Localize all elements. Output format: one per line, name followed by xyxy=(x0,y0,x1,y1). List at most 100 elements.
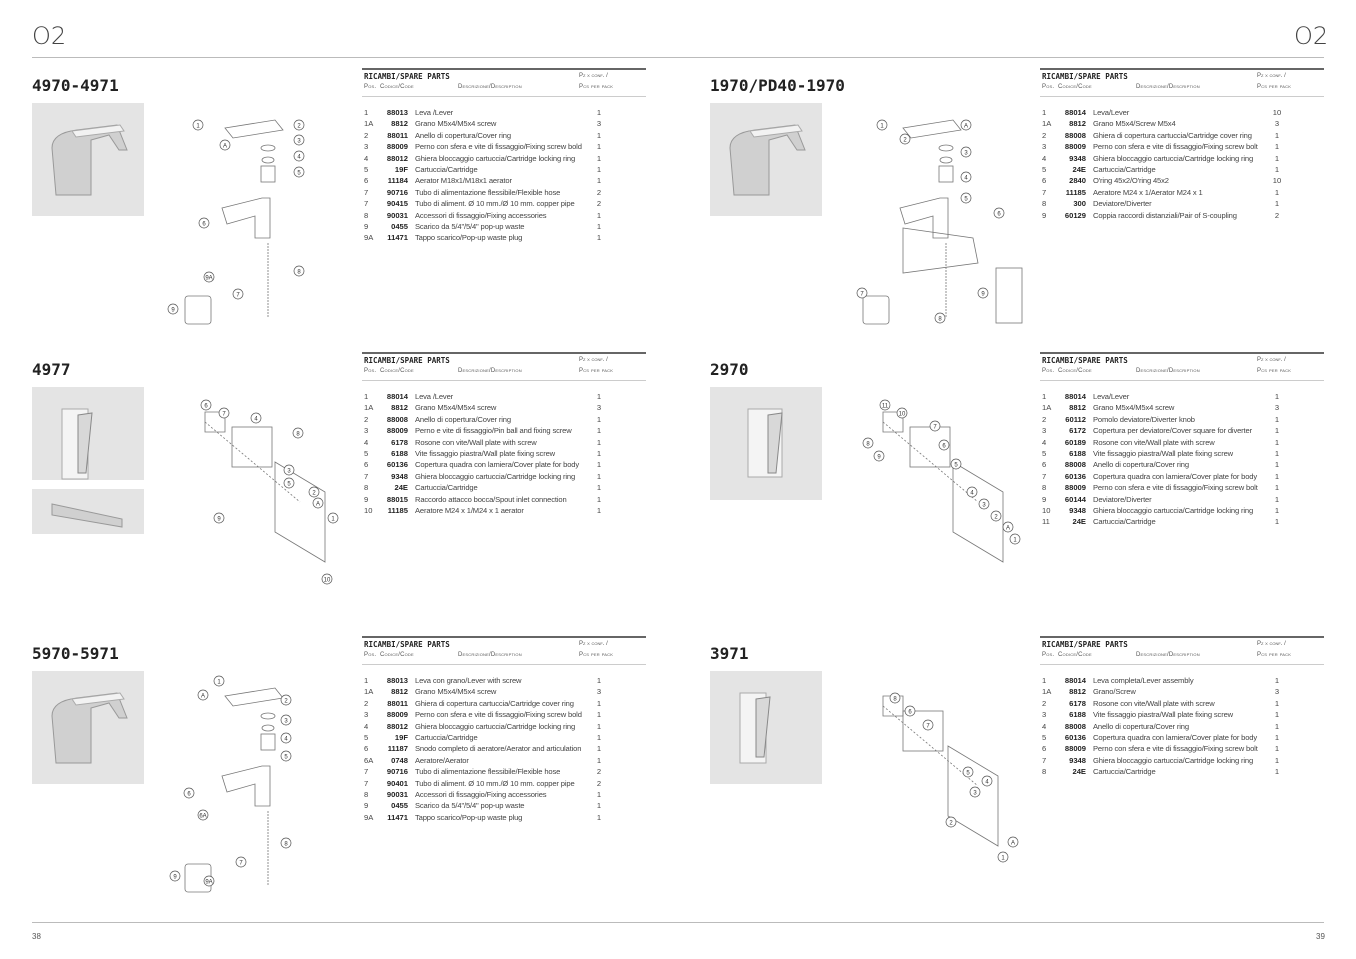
callout-label: 8 xyxy=(284,841,288,847)
row-code: 60189 xyxy=(1064,437,1086,447)
callout-label: 3 xyxy=(287,468,291,474)
callout-marker xyxy=(293,265,305,277)
row-quantity: 1 xyxy=(596,494,602,504)
row-quantity: 1 xyxy=(596,153,602,163)
row-code: 88009 xyxy=(1064,483,1086,493)
table-row: 8 88009 Perno con sfera e vite di fissag… xyxy=(1040,482,1324,493)
callout-label: 2 xyxy=(994,514,998,520)
row-code: 90415 xyxy=(386,199,408,209)
row-code: 88011 xyxy=(387,698,408,708)
callout-label: 9 xyxy=(981,291,985,297)
product-photo xyxy=(710,671,822,784)
row-code: 8812 xyxy=(1069,403,1086,413)
table-top-rule xyxy=(362,68,646,70)
row-description: Aeratore M24 x 1/Aerator M24 x 1 xyxy=(1093,187,1203,197)
row-description: Scarico da 5/4"/5/4" pop-up waste xyxy=(415,801,525,811)
callout-label: 6 xyxy=(202,221,206,227)
row-code: 11185 xyxy=(387,505,408,515)
table-row: 8 24E Cartuccia/Cartridge 1 xyxy=(1040,766,1324,777)
table-row: 8 300 Deviatore/Diverter 1 xyxy=(1040,198,1324,209)
table-row: 5 60136 Copertura quadra con lamiera/Cov… xyxy=(1040,732,1324,743)
row-description: Ghiera di copertura cartuccia/Cartridge … xyxy=(1093,130,1252,140)
header-divider xyxy=(32,57,1324,58)
callout-marker xyxy=(950,458,962,470)
row-description: Raccordo attacco bocca/Spout inlet conne… xyxy=(415,494,567,504)
row-position: 10 xyxy=(1042,505,1051,515)
row-description: Copertura quadra con lamiera/Cover plate… xyxy=(1093,732,1258,742)
pcs-header-line2: Pcs per pack xyxy=(579,368,614,374)
callout-marker xyxy=(280,714,292,726)
row-position: 1A xyxy=(1042,687,1052,697)
row-description: Leva con grano/Lever with screw xyxy=(415,676,522,685)
row-position: 1A xyxy=(364,403,374,413)
row-code: 88009 xyxy=(386,142,408,152)
row-quantity: 1 xyxy=(596,142,602,152)
row-code: 6178 xyxy=(391,437,408,447)
callout-label: 3 xyxy=(964,150,968,156)
row-code: 8812 xyxy=(1069,687,1086,697)
callout-label: 9 xyxy=(877,454,881,460)
row-description: Aeratore/Aerator xyxy=(415,755,469,765)
table-row: 10 11185 Aeratore M24 x 1/M24 x 1 aerato… xyxy=(362,505,646,516)
row-description: Copertura quadra con lamiera/Cover plate… xyxy=(415,460,580,470)
row-code: 6188 xyxy=(391,448,408,458)
spare-parts-table: RICAMBI/SPARE PARTS Pz x conf. / Pos. Co… xyxy=(1040,352,1324,526)
row-position: 7 xyxy=(1042,755,1047,765)
row-position: 2 xyxy=(1042,414,1047,424)
row-quantity: 1 xyxy=(596,426,602,436)
callout-marker xyxy=(280,694,292,706)
callout-marker xyxy=(219,139,231,151)
row-quantity: 3 xyxy=(596,403,602,413)
row-description: Vite fissaggio piastra/Wall plate fixing… xyxy=(415,448,555,458)
row-code: 6178 xyxy=(1069,698,1086,708)
table-row: 5 6188 Vite fissaggio piastra/Wall plate… xyxy=(362,448,646,459)
row-position: 1 xyxy=(364,392,369,401)
callout-marker xyxy=(308,486,320,498)
row-code: 88009 xyxy=(1064,744,1086,754)
description-header: Descrizione/Description xyxy=(458,652,522,658)
row-code: 88008 xyxy=(1064,130,1086,140)
row-code: 0455 xyxy=(391,801,408,811)
table-header-rule xyxy=(1040,96,1324,97)
table-row: 5 24E Cartuccia/Cartridge 1 xyxy=(1040,164,1324,175)
row-description: Ghiera bloccaggio cartuccia/Cartridge lo… xyxy=(415,153,576,163)
row-position: 5 xyxy=(364,164,369,174)
callout-label: 5 xyxy=(966,770,970,776)
pos-header: Pos. xyxy=(364,84,377,90)
row-quantity: 3 xyxy=(1274,687,1280,697)
callout-marker xyxy=(929,420,941,432)
table-row: 6 11187 Snodo completo di aeratore/Aerat… xyxy=(362,743,646,754)
row-description: Cartuccia/Cartridge xyxy=(1093,767,1156,777)
spare-parts-table: RICAMBI/SPARE PARTS Pz x conf. / Pos. Co… xyxy=(1040,68,1324,220)
table-row: 9 0455 Scarico da 5/4"/5/4" pop-up waste… xyxy=(362,800,646,811)
row-code: 9348 xyxy=(391,471,408,481)
callout-marker xyxy=(213,512,225,524)
row-code: 88014 xyxy=(386,392,408,401)
row-code: 11187 xyxy=(387,744,408,754)
callout-marker xyxy=(169,870,181,882)
row-code: 60136 xyxy=(1064,471,1086,481)
pos-header: Pos. xyxy=(1042,368,1055,374)
row-position: 6 xyxy=(364,176,369,186)
callout-marker xyxy=(856,287,868,299)
row-position: 8 xyxy=(1042,483,1047,493)
code-header: Codice/Code xyxy=(1058,652,1092,658)
table-row: 1A 8812 Grano M5x4/M5x4 screw 3 xyxy=(1040,402,1324,413)
row-code: 19F xyxy=(394,732,408,742)
callout-label: 4 xyxy=(297,154,301,160)
row-code: 8812 xyxy=(391,403,408,413)
callout-label: 7 xyxy=(222,411,226,417)
row-quantity: 1 xyxy=(1274,153,1280,163)
table-row: 9 88015 Raccordo attacco bocca/Spout inl… xyxy=(362,494,646,505)
row-position: 9 xyxy=(364,221,369,231)
row-position: 3 xyxy=(1042,142,1047,152)
row-position: 1 xyxy=(1042,392,1047,401)
table-row: 1 88014 Leva/Lever 10 xyxy=(1040,107,1324,118)
row-position: 9 xyxy=(1042,494,1047,504)
brand-text: O2 xyxy=(1294,22,1329,50)
callout-label: A xyxy=(1006,525,1010,531)
row-description: Copertura quadra con lamiera/Cover plate… xyxy=(1093,471,1258,481)
row-position: 2 xyxy=(364,414,369,424)
row-code: 6188 xyxy=(1069,448,1086,458)
